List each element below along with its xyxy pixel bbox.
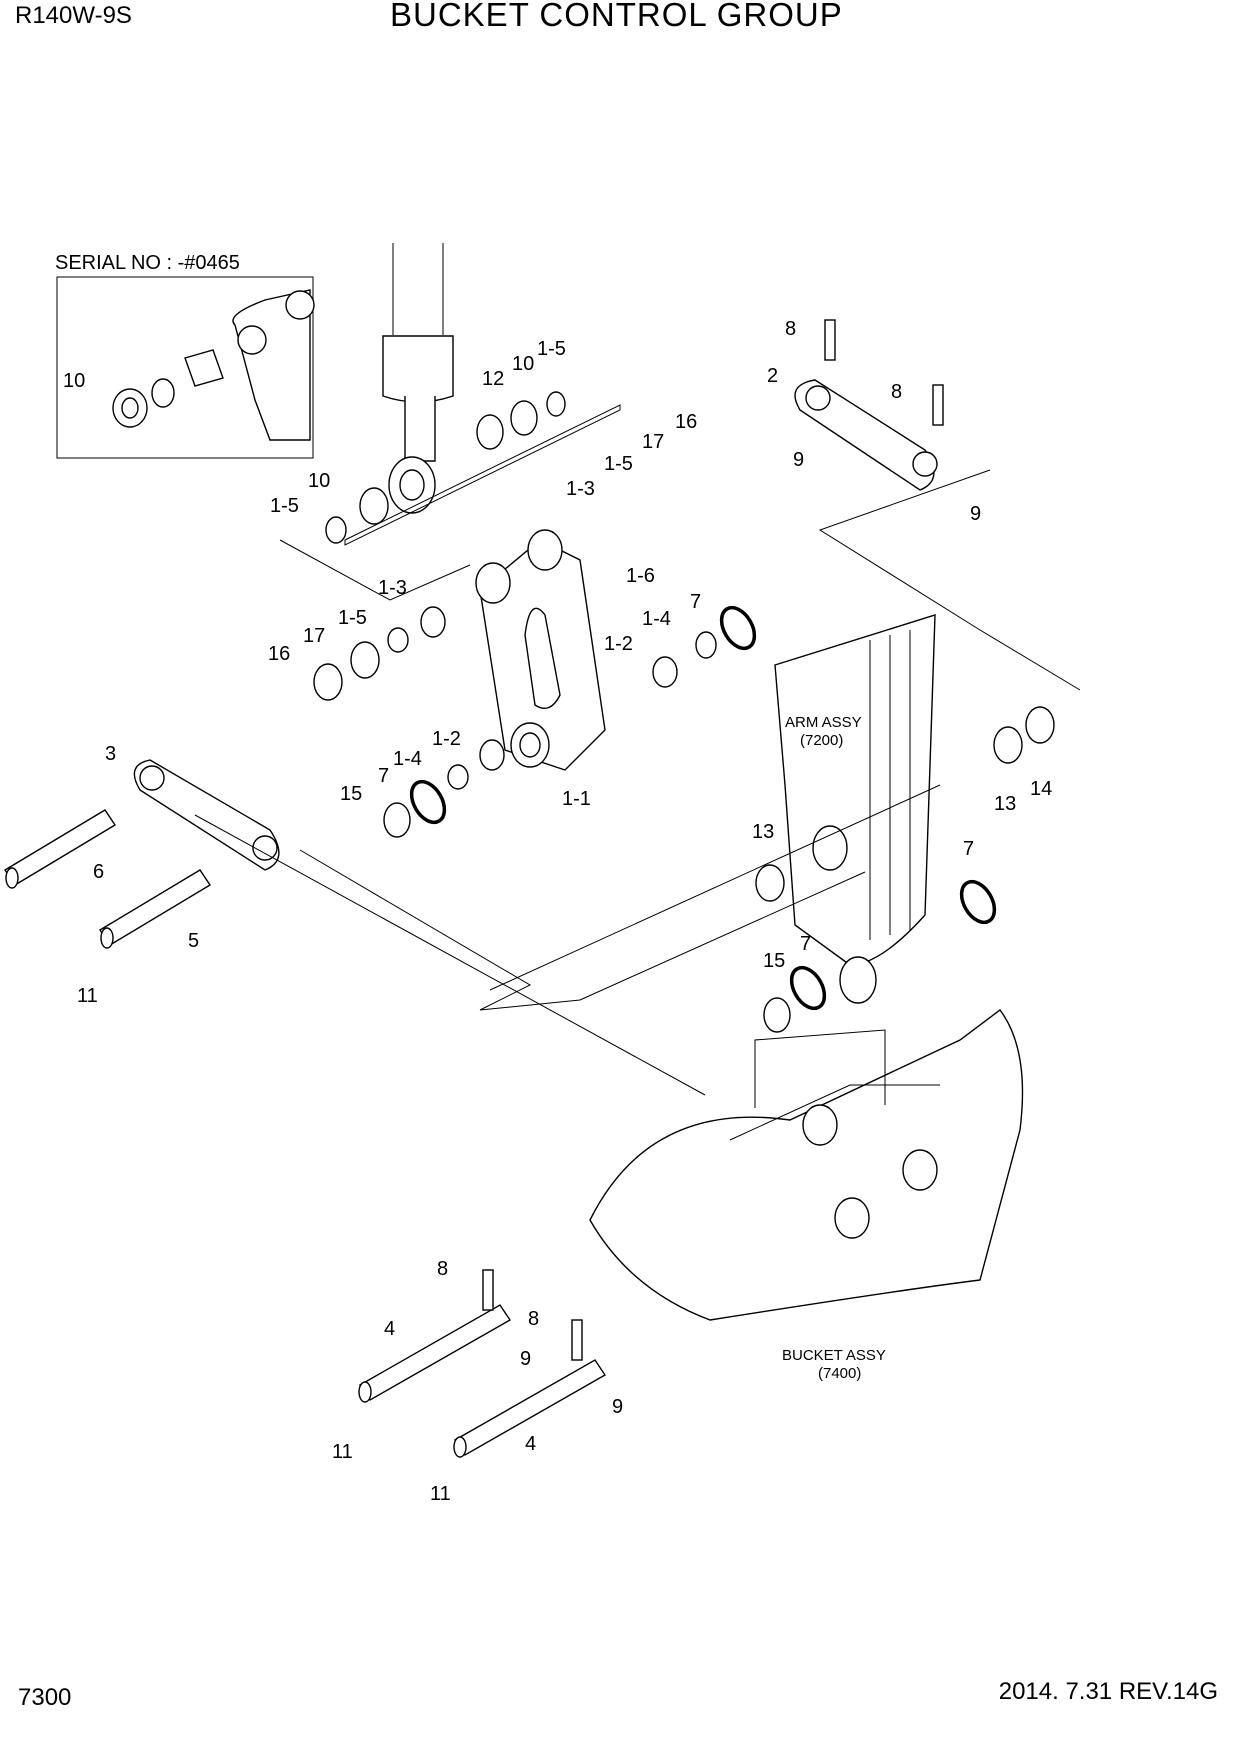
callout-label: 13	[994, 793, 1016, 815]
callout-label: 7	[690, 591, 701, 613]
callout-label: 10	[63, 370, 85, 392]
pins-5-6	[4, 809, 211, 949]
callout-label: 10	[512, 353, 534, 375]
model-number: R140W-9S	[15, 2, 132, 29]
callout-label: 8	[891, 381, 902, 403]
callout-label: 1-5	[338, 607, 367, 629]
callout-label: 17	[642, 431, 664, 453]
callout-label: 15	[763, 950, 785, 972]
callout-label: 8	[437, 1258, 448, 1280]
callout-label: 1-3	[378, 577, 407, 599]
callout-label: 2	[767, 365, 778, 387]
callout-label: 1-5	[604, 453, 633, 475]
callout-label: 6	[93, 861, 104, 883]
callout-label: 15	[340, 783, 362, 805]
callout-label: 7	[378, 765, 389, 787]
callout-label: 8	[528, 1308, 539, 1330]
pins-4	[358, 1269, 606, 1458]
callout-label: 14	[1030, 778, 1052, 800]
callout-label: 1-2	[604, 633, 633, 655]
callout-label: 1-4	[642, 608, 671, 630]
serial-number-label: SERIAL NO : -#0465	[55, 252, 240, 274]
link-2	[794, 319, 944, 491]
callout-label: 7	[963, 838, 974, 860]
callout-label: 1-1	[562, 788, 591, 810]
arm-assy-name: ARM ASSY	[785, 714, 862, 731]
callout-label: 12	[482, 368, 504, 390]
link-3	[133, 759, 280, 871]
upper-pin-stack	[325, 391, 621, 546]
callout-label: 5	[188, 930, 199, 952]
callout-label: 17	[303, 625, 325, 647]
callout-label: 1-5	[537, 338, 566, 360]
bucket-cylinder	[382, 243, 454, 514]
bucket-assy-code: (7400)	[818, 1365, 861, 1382]
callout-label: 10	[308, 470, 330, 492]
callout-label: 4	[384, 1318, 395, 1340]
callout-label: 9	[612, 1396, 623, 1418]
callout-labels: 10 12 10 1-5 10 1-5 8 2 8 16 17 1-5 1-3 …	[63, 318, 1052, 1505]
serial-inset	[56, 276, 315, 459]
callout-label: 16	[268, 643, 290, 665]
page-number: 7300	[18, 1684, 72, 1711]
callout-label: 3	[105, 743, 116, 765]
callout-label: 1-6	[626, 565, 655, 587]
callout-label: 9	[970, 503, 981, 525]
callout-label: 11	[77, 985, 98, 1007]
callout-label: 1-2	[432, 728, 461, 750]
callout-label: 9	[793, 449, 804, 471]
page-title: BUCKET CONTROL GROUP	[390, 0, 843, 33]
callout-label: 13	[752, 821, 774, 843]
callout-label: 1-5	[270, 495, 299, 517]
revision-date: 2014. 7.31 REV.14G	[998, 1678, 1218, 1705]
callout-label: 4	[525, 1433, 536, 1455]
h-link-1-1	[475, 529, 606, 771]
callout-label: 1-3	[566, 478, 595, 500]
callout-label: 7	[800, 933, 811, 955]
callout-label: 16	[675, 411, 697, 433]
callout-label: 11	[332, 1441, 353, 1463]
callout-label: 1-4	[393, 748, 422, 770]
arm-assy-code: (7200)	[800, 732, 843, 749]
leader-lines	[194, 469, 1081, 1108]
bucket-assy-name: BUCKET ASSY	[782, 1347, 886, 1364]
bucket-assembly	[589, 1009, 1024, 1321]
arm-assembly	[755, 614, 1055, 1033]
callout-label: 9	[520, 1348, 531, 1370]
middle-pin-stack	[313, 605, 757, 838]
callout-label: 8	[785, 318, 796, 340]
callout-label: 11	[430, 1483, 451, 1505]
